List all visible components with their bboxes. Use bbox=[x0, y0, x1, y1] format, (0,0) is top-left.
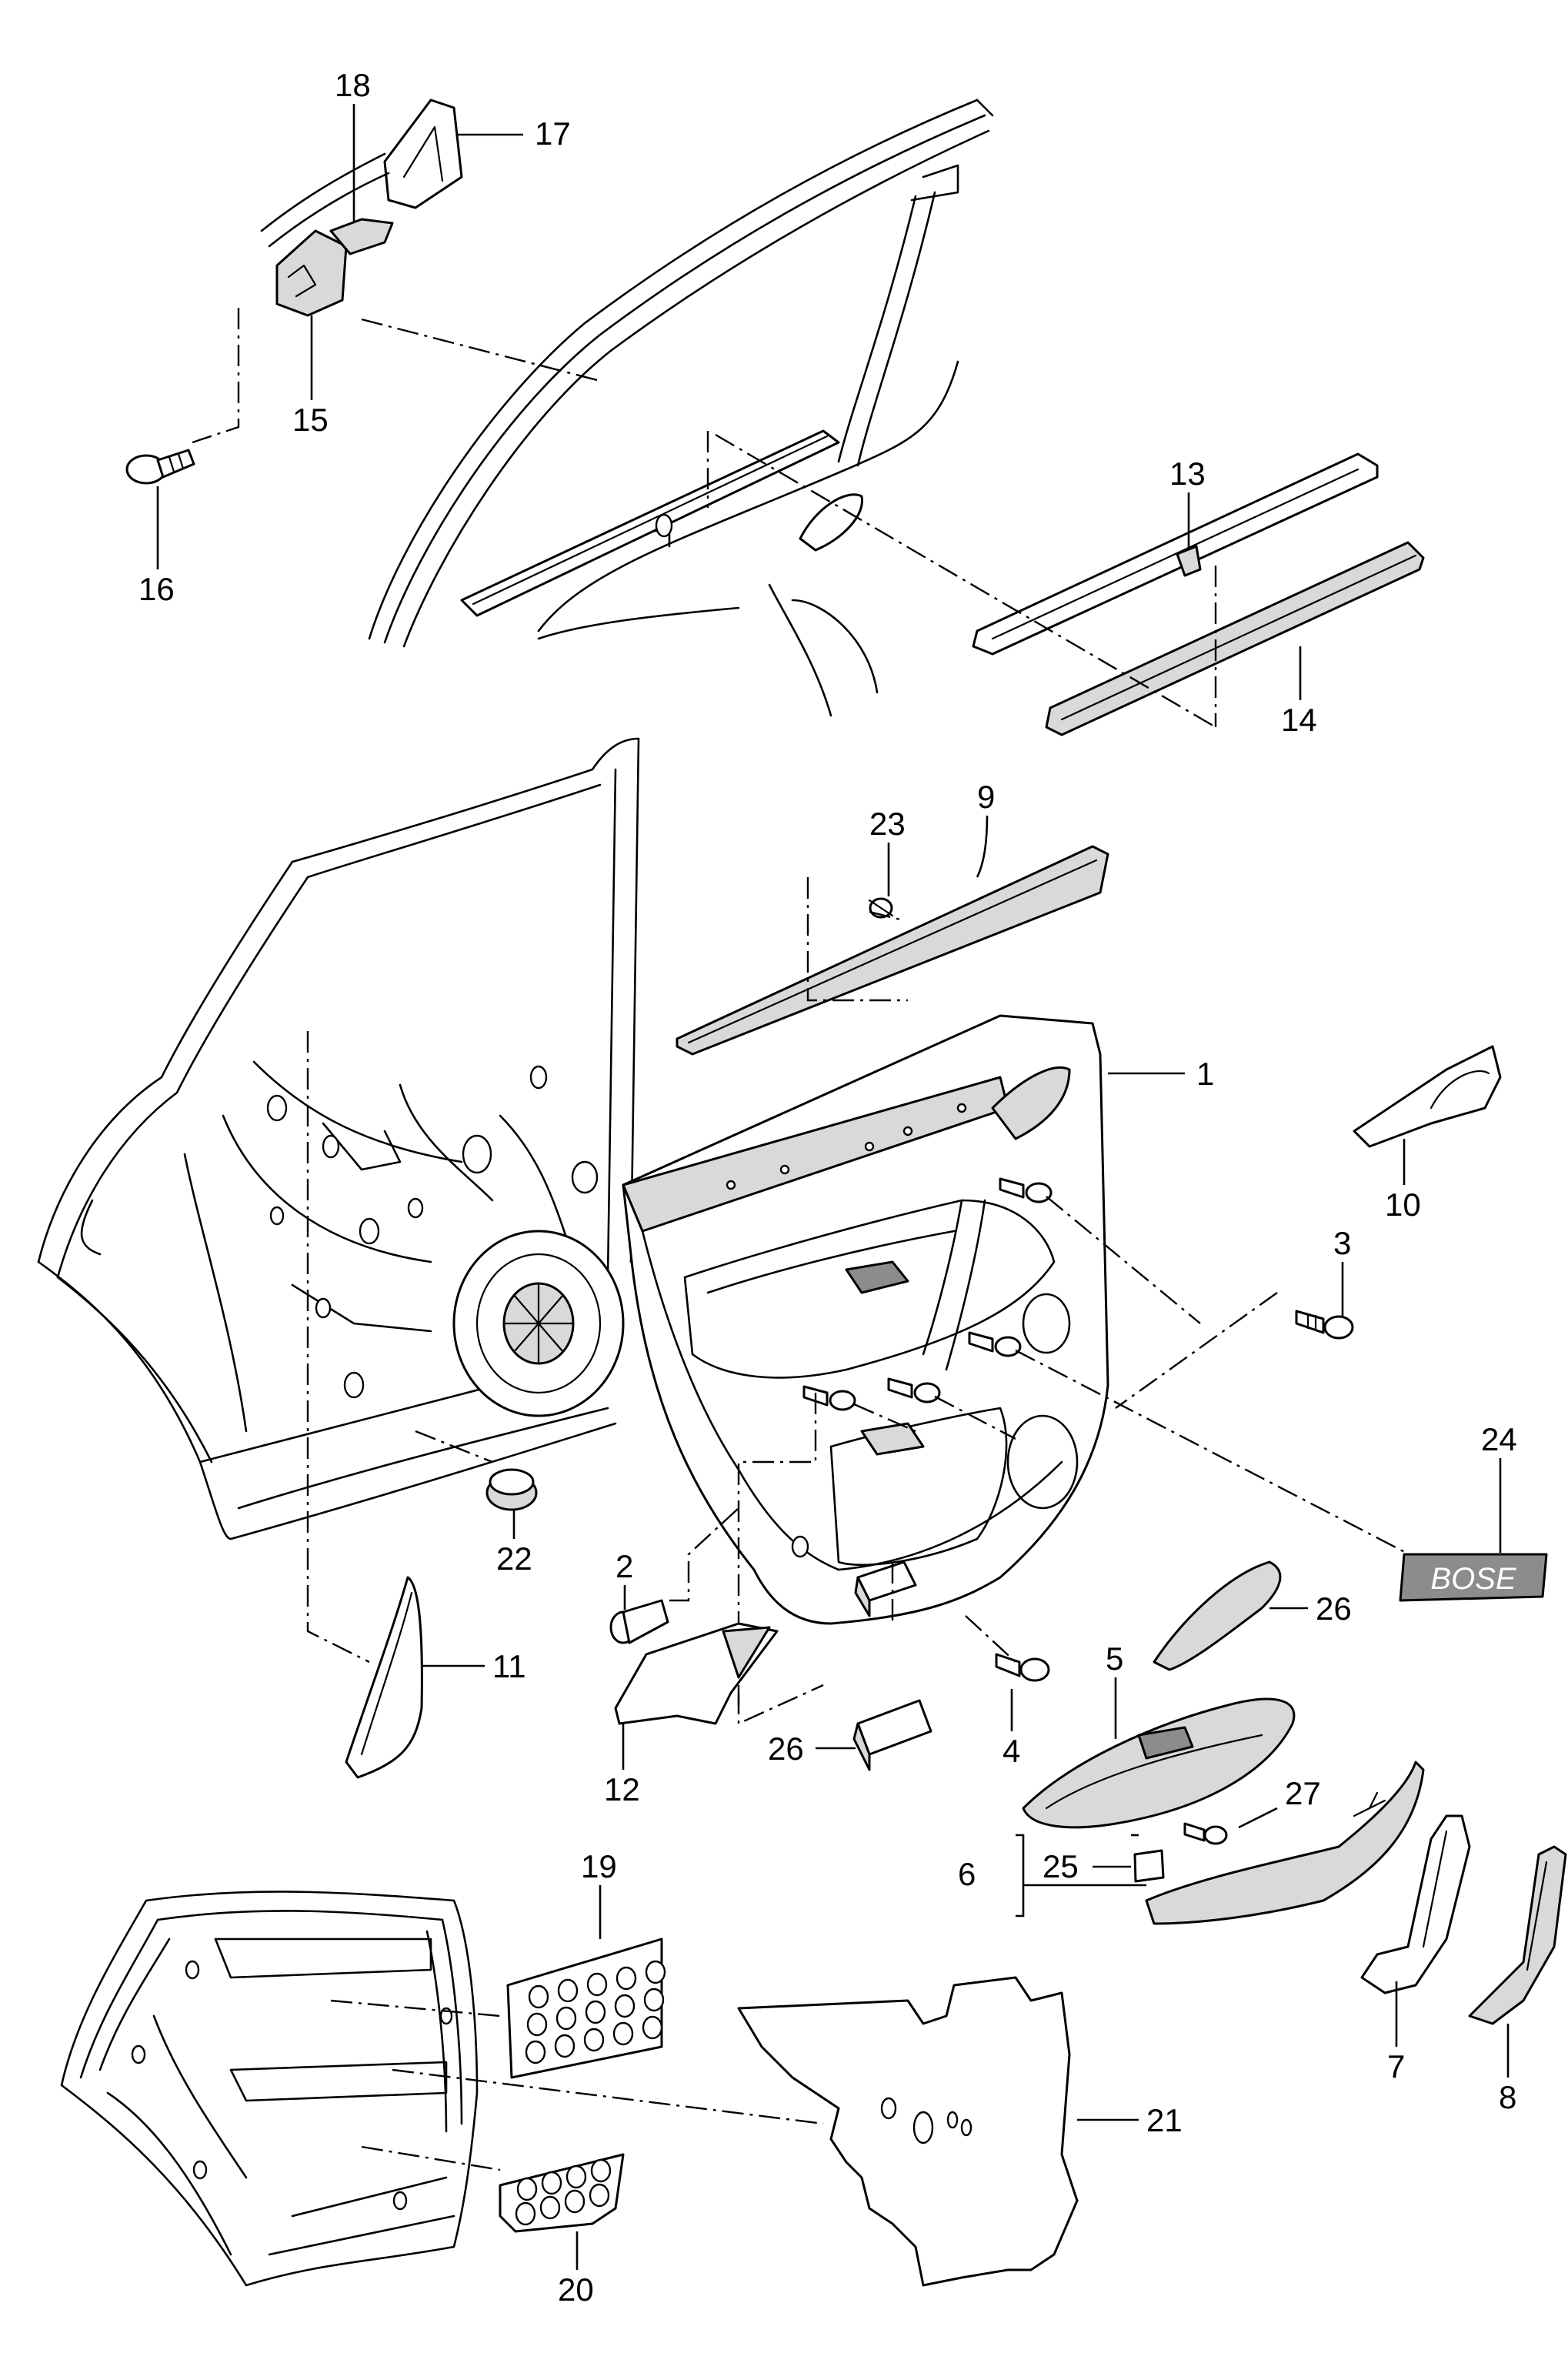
inner-door-shell-illustration bbox=[37, 737, 640, 1540]
bose-badge-text: BOSE bbox=[1430, 1562, 1516, 1596]
pad-hole bbox=[525, 2040, 546, 2064]
cover-part-18 bbox=[329, 218, 394, 255]
pad-hole bbox=[555, 2006, 577, 2031]
armrest-cover-part-6 bbox=[1145, 1761, 1425, 1925]
callout-10: 10 bbox=[1385, 1187, 1421, 1223]
window-seal-part-14 bbox=[1045, 541, 1425, 736]
handle-trim-part-8 bbox=[1468, 1845, 1567, 2025]
mirror-base-part-15 bbox=[275, 229, 348, 317]
screw-b bbox=[968, 1331, 1022, 1357]
pad-hole bbox=[564, 2189, 585, 2214]
window-seal-part-13 bbox=[972, 452, 1379, 656]
callout-15: 15 bbox=[292, 402, 329, 438]
sill-strip-part-9 bbox=[676, 845, 1109, 1056]
callout-26-upper: 26 bbox=[1316, 1590, 1352, 1627]
callout-6: 6 bbox=[958, 1856, 976, 1892]
pad-hole bbox=[586, 1972, 608, 1997]
pad-hole bbox=[565, 2164, 587, 2189]
pad-hole bbox=[643, 1988, 665, 2012]
screw-part-16 bbox=[125, 449, 195, 485]
pad-hole bbox=[589, 2183, 610, 2208]
pad-hole bbox=[616, 1966, 637, 1991]
pad-hole bbox=[528, 1984, 549, 2009]
callout-8: 8 bbox=[1499, 2079, 1516, 2115]
corner-trim-part-11 bbox=[345, 1576, 423, 1779]
callout-11: 11 bbox=[492, 1648, 526, 1684]
callout-25: 25 bbox=[1043, 1848, 1079, 1884]
callout-7: 7 bbox=[1387, 2048, 1405, 2084]
insulation-sheet-part-21 bbox=[737, 1976, 1079, 2287]
bose-badge-part-24: BOSE bbox=[1399, 1553, 1548, 1602]
door-frame-upper-illustration bbox=[368, 98, 994, 717]
callout-5: 5 bbox=[1106, 1640, 1123, 1677]
armrest-panel-part-5 bbox=[1022, 1697, 1296, 1829]
pad-hole bbox=[645, 1960, 666, 1984]
leader-lines bbox=[156, 104, 1510, 2270]
door-handle-part-10 bbox=[1353, 1045, 1502, 1148]
pad-hole bbox=[516, 2177, 538, 2201]
pad-hole bbox=[541, 2171, 562, 2195]
pad-part-25 bbox=[1133, 1849, 1165, 1883]
callout-labels: 1 2 3 4 5 6 7 8 9 10 11 12 13 14 15 16 1… bbox=[138, 67, 1517, 2308]
callout-4: 4 bbox=[1003, 1733, 1020, 1769]
callout-9: 9 bbox=[977, 779, 995, 815]
callout-1: 1 bbox=[1196, 1056, 1214, 1092]
screw-a bbox=[999, 1177, 1053, 1203]
pad-hole bbox=[583, 2028, 605, 2052]
pad-hole bbox=[642, 2015, 663, 2040]
screw-d bbox=[802, 1385, 856, 1411]
plug-part-22 bbox=[485, 1468, 538, 1511]
bracket-part-12 bbox=[614, 1622, 779, 1725]
triangle-trim-part-17 bbox=[383, 98, 463, 209]
callout-23: 23 bbox=[869, 806, 906, 842]
clip-part-2 bbox=[609, 1599, 669, 1644]
pad-hole bbox=[614, 1994, 636, 2018]
callout-17: 17 bbox=[535, 115, 571, 152]
callout-27: 27 bbox=[1285, 1775, 1321, 1811]
pad-hole bbox=[515, 2201, 536, 2226]
foam-pad-part-19 bbox=[506, 1937, 666, 2079]
door-trim-panel-part-1 bbox=[622, 1014, 1109, 1625]
callout-21: 21 bbox=[1146, 2102, 1183, 2138]
screw-part-3 bbox=[1295, 1310, 1354, 1340]
callout-19: 19 bbox=[581, 1848, 617, 1884]
callout-16: 16 bbox=[138, 571, 175, 607]
door-shell-lower-illustration bbox=[60, 1891, 479, 2287]
pad-part-26-upper bbox=[1153, 1560, 1282, 1671]
connector-part-26-lower bbox=[854, 1560, 917, 1617]
callout-13: 13 bbox=[1169, 456, 1206, 492]
callout-3: 3 bbox=[1333, 1225, 1351, 1261]
screw-part-27 bbox=[1183, 1822, 1228, 1845]
callout-20: 20 bbox=[558, 2271, 594, 2308]
callout-24: 24 bbox=[1481, 1421, 1517, 1457]
foam-pad-part-20 bbox=[499, 2153, 625, 2233]
callout-26-lower: 26 bbox=[768, 1731, 804, 1767]
pad-hole bbox=[590, 2158, 612, 2183]
callout-2: 2 bbox=[616, 1548, 633, 1584]
callout-18: 18 bbox=[335, 67, 371, 103]
pad-hole bbox=[554, 2034, 575, 2058]
panel-screws bbox=[802, 1177, 1053, 1411]
screw-part-4 bbox=[995, 1653, 1050, 1682]
handle-cover-part-7 bbox=[1360, 1814, 1471, 1994]
switch-box-part-26 bbox=[852, 1699, 932, 1771]
pad-hole bbox=[612, 2021, 634, 2046]
callout-12: 12 bbox=[604, 1771, 640, 1807]
pad-hole bbox=[526, 2012, 548, 2037]
callout-14: 14 bbox=[1281, 702, 1317, 738]
pad-hole bbox=[539, 2195, 561, 2220]
callout-22: 22 bbox=[496, 1540, 532, 1577]
pad-hole bbox=[585, 2000, 606, 2024]
pad-hole bbox=[557, 1978, 579, 2003]
screw-c bbox=[887, 1377, 941, 1403]
